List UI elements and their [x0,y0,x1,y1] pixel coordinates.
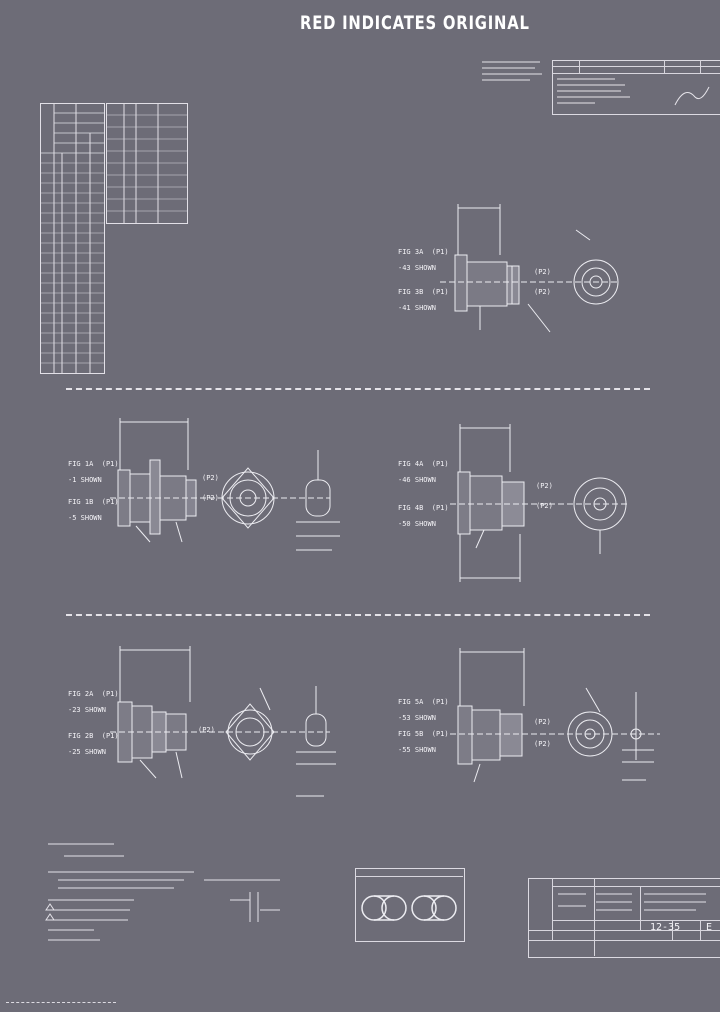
fig-part: (P1) [101,498,119,506]
fig-label: FIG 3A [398,248,424,256]
view-label: (P2) [536,482,553,490]
view-label: (P2) [534,268,551,276]
fig-part: (P1) [431,248,449,256]
fig4-connector-drawing [450,424,630,582]
fig-shown: -41 SHOWN [398,304,436,312]
fig-shown: -5 SHOWN [68,514,102,522]
view-label: (P2) [198,726,215,734]
dash-number-table [40,103,188,374]
wiring-note [204,879,280,922]
fig-label: FIG 1B [68,498,94,506]
view-label: (P2) [534,740,551,748]
section-divider [66,614,650,616]
page-title: RED INDICATES ORIGINAL [300,12,530,34]
fig-part: (P1) [101,460,119,468]
fig-part: (P1) [101,690,119,698]
drawing-number: 12-35 [650,922,681,933]
fig-shown: -50 SHOWN [398,520,436,528]
fig-part: (P1) [431,288,449,296]
fig-part: (P1) [101,732,119,740]
fig-shown: -23 SHOWN [68,706,106,714]
connector-view-box [355,868,465,942]
bottom-border [6,1002,116,1003]
fig-label: FIG 2B [68,732,94,740]
fig-label: FIG 1A [68,460,94,468]
view-label: (P2) [534,288,551,296]
fig-shown: -55 SHOWN [398,746,436,754]
view-label: (P2) [536,502,553,510]
notes-scribble [482,61,542,81]
fig-label: FIG 5B [398,730,424,738]
fig-label: FIG 4B [398,504,424,512]
fig-shown: -43 SHOWN [398,264,436,272]
fig1-connector-drawing [110,418,340,551]
fig-part: (P1) [431,730,449,738]
view-label: (P2) [534,718,551,726]
section-divider [66,388,650,390]
fig-shown: -1 SHOWN [68,476,102,484]
fig-label: FIG 2A [68,690,94,698]
title-block [528,878,720,958]
fig5-connector-drawing [450,648,660,783]
fig3-connector-drawing [440,204,620,333]
fig-shown: -25 SHOWN [68,748,106,756]
title-block-text [558,893,706,911]
revision-block [552,60,720,115]
fig-shown: -46 SHOWN [398,476,436,484]
fig-label: FIG 4A [398,460,424,468]
fig-part: (P1) [431,698,449,706]
view-label: (P2) [202,474,219,482]
revision-text-lines [557,78,710,106]
fig-label: FIG 3B [398,288,424,296]
general-notes [45,843,194,941]
notes-revision-text [480,58,550,88]
fig-shown: -53 SHOWN [398,714,436,722]
fig-label: FIG 5A [398,698,424,706]
connector-views [361,895,457,921]
fig-part: (P1) [431,504,449,512]
fig2-connector-drawing [110,646,336,797]
fig-part: (P1) [431,460,449,468]
revision-letter: E [706,922,713,933]
